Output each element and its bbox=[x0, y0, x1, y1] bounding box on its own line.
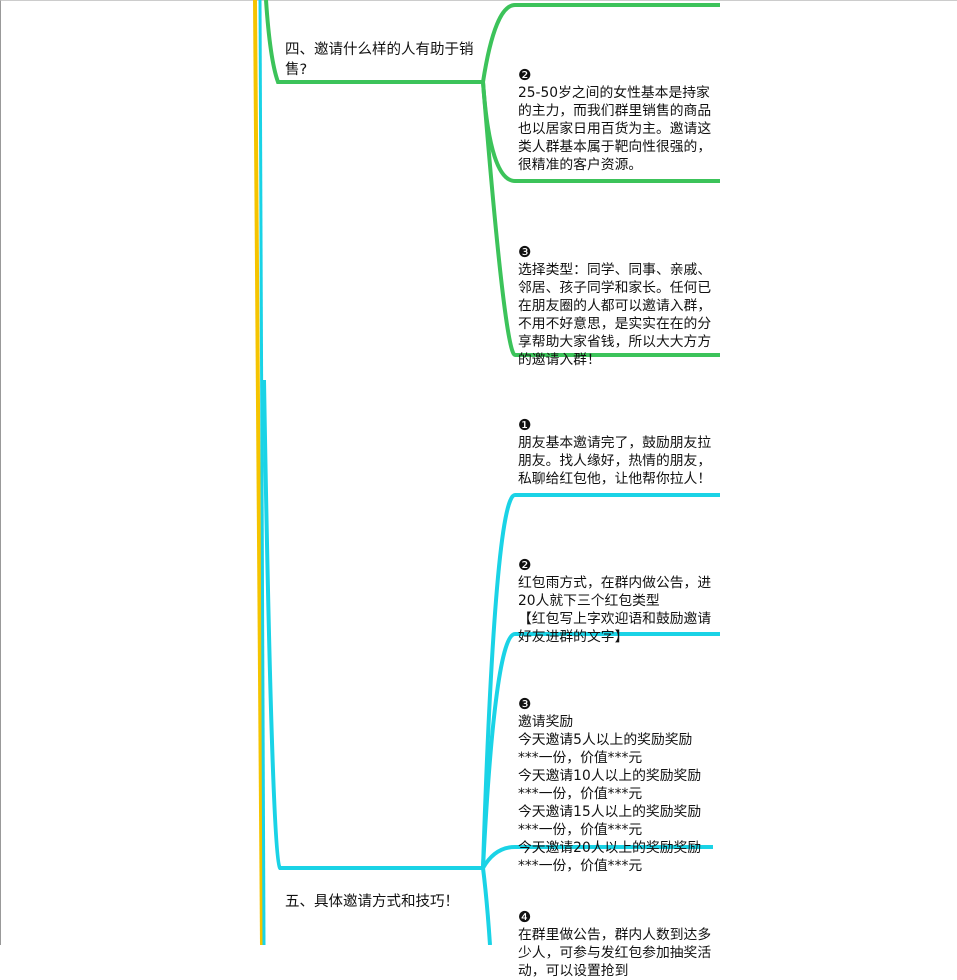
trunk-yellow bbox=[253, 0, 264, 945]
number-1-icon: ❶ bbox=[518, 416, 532, 434]
number-3-icon: ❸ bbox=[518, 243, 532, 261]
item-text: 25-50岁之间的女性基本是持家的主力，而我们群里销售的商品也以居家日用百货为主… bbox=[518, 85, 712, 173]
item-text: 红包雨方式，在群内做公告，进20人就下三个红包类型 【红包写上字欢迎语和鼓励邀请… bbox=[518, 575, 712, 645]
item-text: 在群里做公告，群内人数到达多少人，可参与发红包参加抽奖活动，可以设置抢到 bbox=[518, 927, 712, 979]
topic-section5[interactable]: 五、具体邀请方式和技巧！ bbox=[285, 894, 459, 910]
number-4-icon: ❹ bbox=[518, 908, 532, 926]
number-2-icon: ❷ bbox=[518, 556, 532, 574]
item-text: 选择类型：同学、同事、亲戚、邻居、孩子同学和家长。任何已在朋友圈的人都可以邀请入… bbox=[518, 262, 712, 368]
canvas-frame bbox=[0, 0, 957, 945]
trunk-cyan bbox=[258, 0, 266, 945]
number-3-icon: ❸ bbox=[518, 695, 532, 713]
section5-branch-4 bbox=[481, 845, 713, 870]
item-text: 朋友基本邀请完了，鼓励朋友拉朋友。找人缘好，热情的朋友，私聊给红包他，让他帮你拉… bbox=[518, 435, 712, 487]
item-text: 邀请奖励 今天邀请5人以上的奖励奖励***一份，价值***元 今天邀请10人以上… bbox=[518, 714, 702, 874]
topic-section4[interactable]: 四、邀请什么样的人有助于销售? bbox=[285, 42, 474, 78]
mindmap-connectors bbox=[253, 0, 720, 945]
section5-branch-3 bbox=[481, 632, 720, 869]
section4-branch-3 bbox=[481, 81, 720, 357]
section5-branch-5 bbox=[481, 867, 492, 945]
section5-branch-2 bbox=[481, 493, 720, 869]
section5-topic-line bbox=[262, 379, 483, 870]
number-2-icon: ❷ bbox=[518, 66, 532, 84]
section4-branch-2-top bbox=[481, 2, 720, 83]
section4-topic-line bbox=[264, 0, 483, 84]
